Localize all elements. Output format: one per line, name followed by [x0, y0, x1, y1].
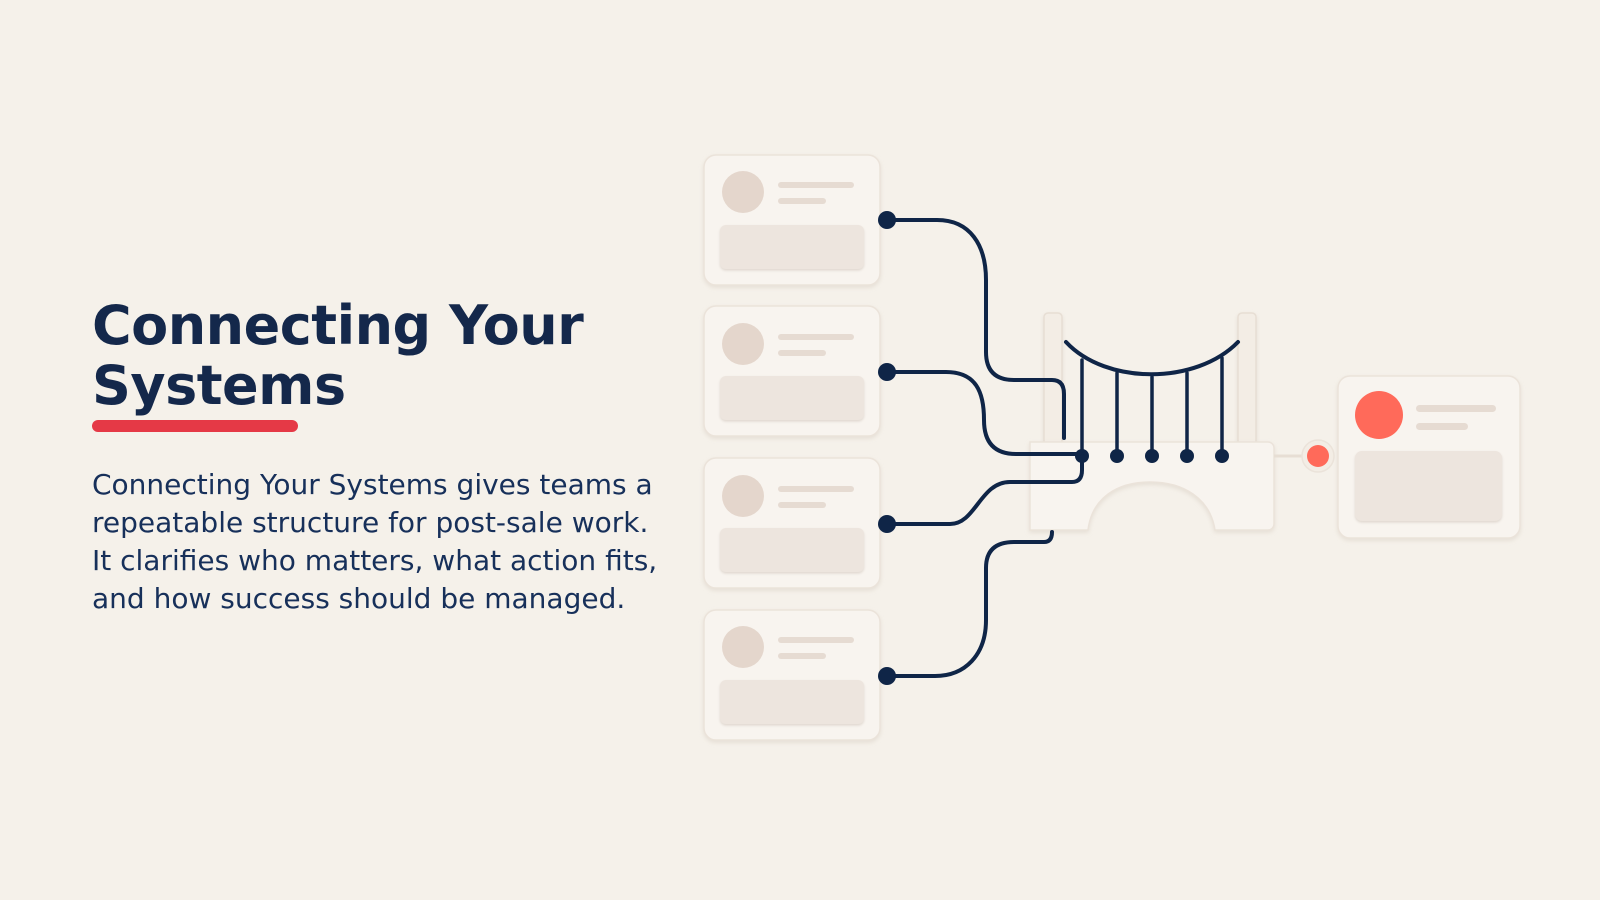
accent-node-dot — [1307, 445, 1329, 467]
description: Connecting Your Systems gives teams a re… — [92, 468, 658, 615]
avatar-placeholder-icon — [722, 475, 764, 517]
page-title: Connecting Your Systems — [92, 296, 672, 416]
avatar-placeholder-icon — [722, 626, 764, 668]
target-card — [1337, 375, 1521, 539]
source-card — [703, 305, 881, 437]
connector-dot — [878, 363, 896, 381]
connector-endpoints — [878, 211, 896, 685]
source-card — [703, 609, 881, 741]
connector-lines — [885, 218, 1084, 678]
connector-dot — [878, 211, 896, 229]
source-card — [703, 154, 881, 286]
title-line-2: Systems — [92, 354, 346, 417]
title-line-1: Connecting Your — [92, 294, 584, 357]
bridge-cables — [1080, 356, 1224, 458]
source-card — [703, 457, 881, 589]
avatar-placeholder-icon — [722, 171, 764, 213]
connector-dot — [878, 667, 896, 685]
connector-dot — [878, 515, 896, 533]
title-underline — [92, 420, 298, 432]
avatar-placeholder-icon — [722, 323, 764, 365]
bridge-nodes — [1075, 449, 1229, 463]
suspension-bridge-icon — [1029, 312, 1275, 531]
highlighted-avatar-icon — [1355, 391, 1403, 439]
text-block: Connecting Your Systems Connecting Your … — [92, 296, 672, 618]
